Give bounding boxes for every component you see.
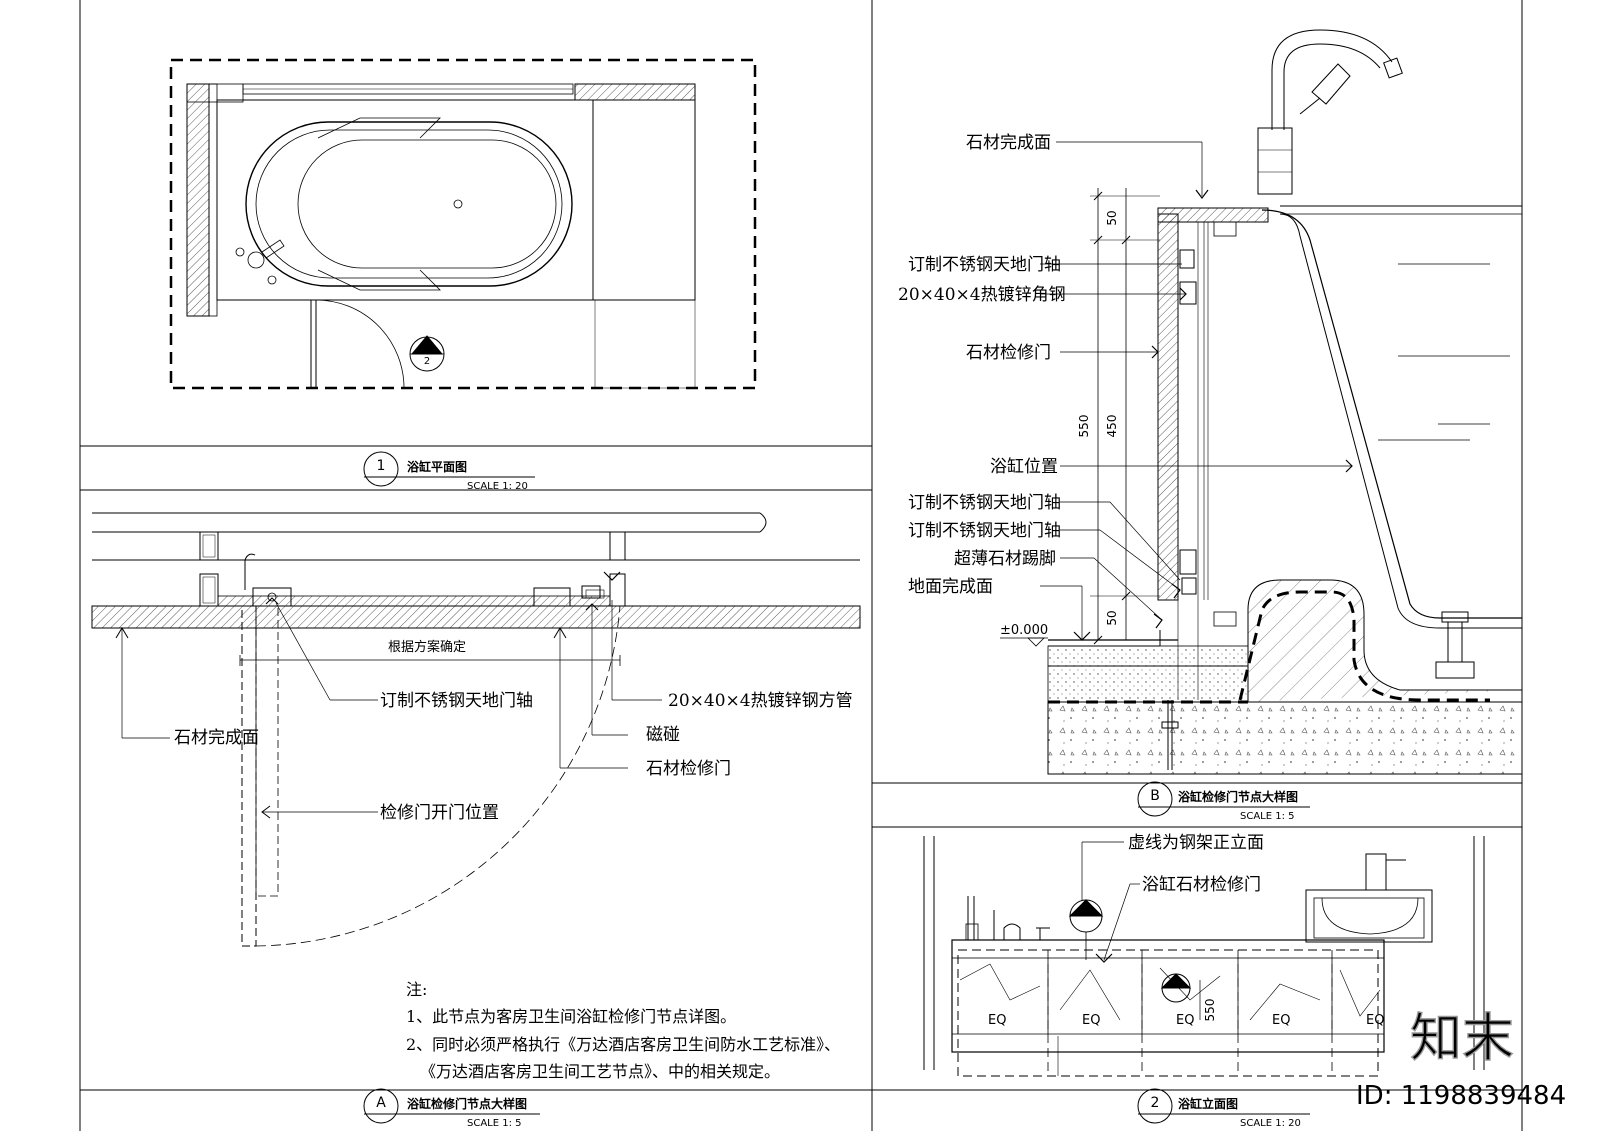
detail-b-title-block [1137,781,1310,817]
detail-b-letter: B [1150,788,1160,804]
elevation-title: 浴缸立面图 [1178,1096,1238,1111]
elevation-dashed-note-label: 虚线为钢架正立面 [1128,833,1264,853]
notes-heading: 注: [406,980,427,999]
detail-a-stone-door-label: 石材检修门 [646,759,731,779]
detail-b-dim-550: 550 [1077,415,1091,438]
detail-a-title-block [363,1088,540,1124]
elevation-eq-4: EQ [1272,1013,1290,1028]
detail-b-floor-finish-label: 地面完成面 [908,577,993,597]
detail-a-notes: 注: 1、此节点为客房卫生间浴缸检修门节点详图。 2、同时必须严格执行《万达酒店… [406,980,840,1081]
detail-b-title: 浴缸检修门节点大样图 [1178,789,1298,804]
detail-a-dimension-label: 根据方案确定 [388,639,466,655]
detail-b-scale: SCALE 1: 5 [1240,811,1295,822]
detail-b-dim-50-bottom: 50 [1105,610,1119,625]
elevation-drawing [923,836,1485,1077]
plan-title-block [363,451,535,487]
detail-b-level-label: ±0.000 [1000,623,1048,638]
detail-a-scale: SCALE 1: 5 [467,1118,522,1129]
sheet-frame [79,0,1523,1131]
elevation-dim-550: 550 [1203,999,1217,1022]
bathtub-plan-drawing [169,58,757,390]
detail-a-letter: A [376,1095,386,1111]
elevation-stone-door-label: 浴缸石材检修门 [1142,874,1261,895]
elevation-eq-3: EQ [1176,1013,1194,1028]
notes-line-3: 《万达酒店客房卫生间工艺节点》、中的相关规定。 [420,1062,780,1081]
detail-b-tub-position-label: 浴缸位置 [990,456,1058,477]
plan-section-marker-number: 2 [424,356,430,367]
detail-b-door-axis-top-label: 订制不锈钢天地门轴 [908,255,1061,275]
elevation-title-block [1137,1088,1310,1124]
detail-a-door-axis-label: 订制不锈钢天地门轴 [380,691,533,711]
detail-b-door-axis-1-label: 订制不锈钢天地门轴 [908,493,1061,513]
plan-title: 浴缸平面图 [407,459,467,474]
detail-a-magnet-label: 磁碰 [646,725,680,745]
detail-b-dim-50-top: 50 [1105,210,1119,225]
detail-b-drawing [1000,29,1523,775]
detail-b-stone-door-label: 石材检修门 [966,343,1051,363]
elevation-marker-b: B [1083,904,1090,915]
notes-line-1: 1、此节点为客房卫生间浴缸检修门节点详图。 [406,1007,736,1026]
watermark-id: ID: 1198839484 [1356,1081,1566,1111]
detail-b-angle-steel-label: 20×40×4热镀锌角钢 [898,285,1066,305]
plan-number: 1 [377,458,386,474]
detail-b-stone-finish-label: 石材完成面 [966,133,1051,153]
elevation-eq-1: EQ [988,1013,1006,1028]
elevation-marker-a: A [1173,977,1180,988]
detail-a-title: 浴缸检修门节点大样图 [407,1096,527,1111]
plan-scale: SCALE 1: 20 [467,481,528,492]
detail-a-stone-finish-label: 石材完成面 [174,728,259,748]
detail-a-drawing [91,512,861,947]
detail-a-steel-tube-label: 20×40×4热镀锌钢方管 [668,691,853,711]
detail-a-door-open-label: 检修门开门位置 [380,803,499,823]
elevation-number: 2 [1151,1095,1160,1111]
elevation-eq-5: EQ [1366,1013,1384,1028]
elevation-eq-2: EQ [1082,1013,1100,1028]
detail-b-door-axis-2-label: 订制不锈钢天地门轴 [908,521,1061,541]
watermark-logo: 知末 [1410,1009,1514,1069]
detail-b-skirting-label: 超薄石材踢脚 [954,549,1056,569]
elevation-scale: SCALE 1: 20 [1240,1118,1301,1129]
detail-b-dim-450: 450 [1105,415,1119,438]
notes-line-2: 2、同时必须严格执行《万达酒店客房卫生间防水工艺标准》、 [406,1035,840,1054]
